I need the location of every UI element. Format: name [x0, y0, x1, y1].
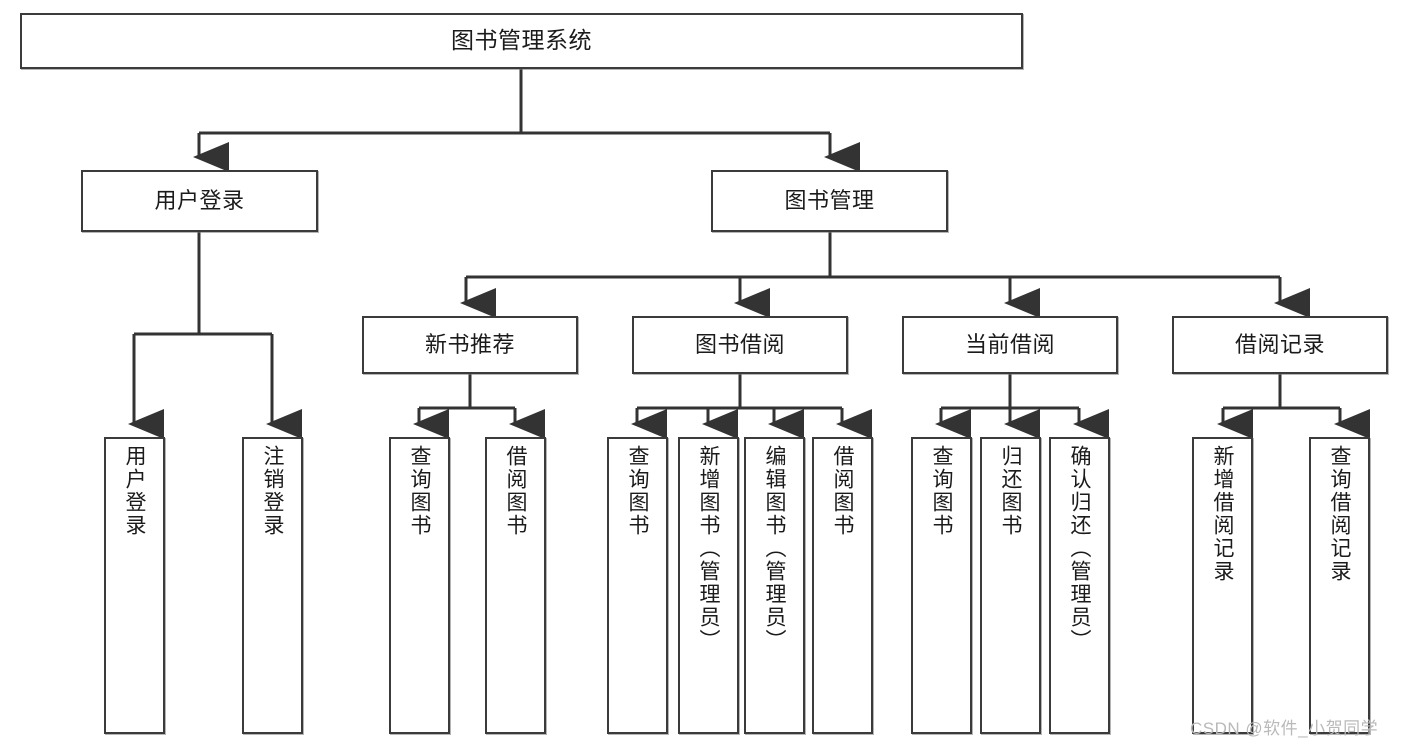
node-label: 确认归还（管理员） — [1068, 445, 1091, 652]
node-label: 新书推荐 — [424, 332, 515, 358]
node-label: 图书管理 — [784, 188, 875, 214]
node-label: 查询图书 — [626, 445, 649, 537]
node-label: 用户登录 — [123, 445, 146, 537]
node-leaf-add-book-admin[interactable]: 新增图书（管理员） — [678, 437, 739, 734]
node-book-borrow[interactable]: 图书借阅 — [632, 316, 848, 374]
node-leaf-edit-book-admin[interactable]: 编辑图书（管理员） — [744, 437, 805, 734]
node-leaf-user-login[interactable]: 用户登录 — [104, 437, 165, 734]
node-borrow-record[interactable]: 借阅记录 — [1172, 316, 1388, 374]
node-label: 用户登录 — [154, 188, 245, 214]
node-label: 归还图书 — [999, 445, 1022, 537]
node-leaf-confirm-return-admin[interactable]: 确认归还（管理员） — [1049, 437, 1110, 734]
node-leaf-query-borrow-record[interactable]: 查询借阅记录 — [1309, 437, 1370, 734]
node-leaf-user-logout[interactable]: 注销登录 — [242, 437, 303, 734]
node-label: 借阅记录 — [1234, 332, 1325, 358]
node-leaf-borrow-book[interactable]: 借阅图书 — [812, 437, 873, 734]
node-label: 注销登录 — [261, 445, 284, 537]
node-label: 新增借阅记录 — [1211, 445, 1234, 583]
node-label: 图书借阅 — [694, 332, 785, 358]
node-leaf-borrow-book-recommend[interactable]: 借阅图书 — [485, 437, 546, 734]
node-leaf-add-borrow-record[interactable]: 新增借阅记录 — [1192, 437, 1253, 734]
node-label: 查询借阅记录 — [1328, 445, 1351, 583]
node-new-book-recommend[interactable]: 新书推荐 — [362, 316, 578, 374]
node-user-login[interactable]: 用户登录 — [81, 170, 318, 232]
node-label: 编辑图书（管理员） — [763, 445, 786, 652]
node-current-borrow[interactable]: 当前借阅 — [902, 316, 1118, 374]
node-leaf-query-book-borrow[interactable]: 查询图书 — [607, 437, 668, 734]
node-label: 借阅图书 — [831, 445, 854, 537]
node-label: 图书管理系统 — [451, 27, 592, 54]
node-label: 新增图书（管理员） — [697, 445, 720, 652]
node-label: 查询图书 — [930, 445, 953, 537]
node-leaf-query-book-recommend[interactable]: 查询图书 — [389, 437, 450, 734]
node-leaf-return-book[interactable]: 归还图书 — [980, 437, 1041, 734]
node-book-management[interactable]: 图书管理 — [711, 170, 948, 232]
node-label: 查询图书 — [408, 445, 431, 537]
node-label: 当前借阅 — [964, 332, 1055, 358]
node-root-book-management-system[interactable]: 图书管理系统 — [20, 13, 1023, 69]
node-leaf-query-book-current[interactable]: 查询图书 — [911, 437, 972, 734]
node-label: 借阅图书 — [504, 445, 527, 537]
